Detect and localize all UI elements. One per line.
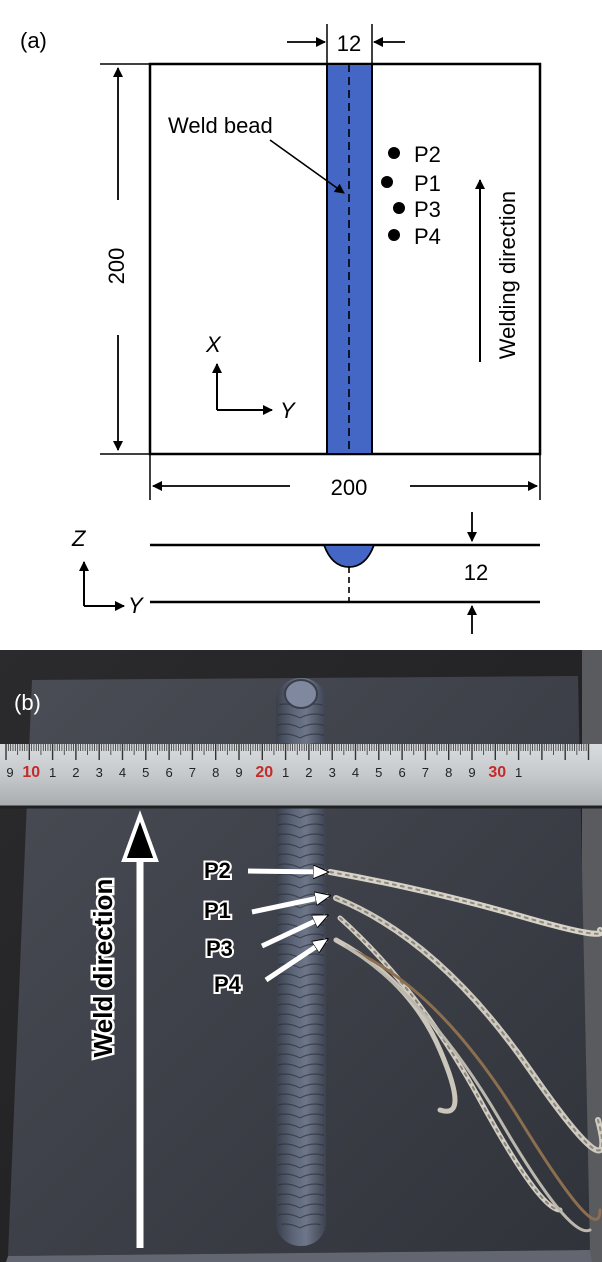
ruler-minor-number: 6 bbox=[165, 765, 172, 780]
weld-start-cap bbox=[284, 679, 318, 709]
photo-label-p3: P3 bbox=[206, 936, 233, 961]
ruler-minor-number: 3 bbox=[96, 765, 103, 780]
ruler-minor-number: 1 bbox=[282, 765, 289, 780]
axis-y-label-side: Y bbox=[128, 593, 144, 618]
ruler-minor-number: 7 bbox=[422, 765, 429, 780]
ruler-minor-number: 2 bbox=[305, 765, 312, 780]
point-marker-p1 bbox=[381, 176, 393, 188]
weld-width-value: 12 bbox=[337, 31, 361, 56]
point-marker-p2 bbox=[388, 147, 400, 159]
ruler-minor-number: 7 bbox=[189, 765, 196, 780]
weld-bead-label: Weld bead bbox=[168, 113, 273, 138]
photo-label-p2: P2 bbox=[204, 858, 231, 883]
thermocouple-wires bbox=[327, 869, 602, 1233]
photo-arrow-p4 bbox=[264, 940, 326, 983]
point-label-p3: P3 bbox=[414, 197, 441, 222]
ruler-minor-number: 6 bbox=[398, 765, 405, 780]
photo-panel: 9 10 1 2 3 4 5 6 7 8 9 20 1 2 3 4 5 6 7 8 9 30 1 (b) Weld dire… bbox=[0, 650, 602, 1262]
photo-arrow-p1 bbox=[251, 896, 328, 915]
point-label-p4: P4 bbox=[414, 224, 441, 249]
point-label-p2: P2 bbox=[414, 142, 441, 167]
ruler-numbers: 9 10 1 2 3 4 5 6 7 8 9 20 1 2 3 4 5 6 7 8 9 30 1 bbox=[6, 764, 522, 781]
ruler-minor-number: 5 bbox=[375, 765, 382, 780]
width-value: 200 bbox=[331, 475, 368, 500]
ruler-minor-number: 8 bbox=[445, 765, 452, 780]
schematic-panel: (a) 12 200 200 Weld bead P2 P1 P3 P4 Wel… bbox=[20, 24, 542, 634]
ruler-major-number: 20 bbox=[255, 764, 273, 781]
photo-label-p4: P4 bbox=[214, 972, 242, 997]
photo-arrow-p2 bbox=[247, 871, 326, 872]
panel-a-label: (a) bbox=[20, 28, 47, 53]
ruler-minor-number: 3 bbox=[329, 765, 336, 780]
ruler-minor-number: 2 bbox=[72, 765, 79, 780]
photo-arrow-p3 bbox=[260, 913, 326, 949]
ruler-minor-number: 4 bbox=[119, 765, 126, 780]
weld-bead-leader bbox=[269, 139, 345, 194]
ruler-minor-number: 1 bbox=[515, 765, 522, 780]
weld-bead-ripples bbox=[278, 690, 324, 1235]
ruler-minor-number: 1 bbox=[49, 765, 56, 780]
weld-direction-label: Weld direction bbox=[88, 879, 118, 1058]
thickness-value: 12 bbox=[464, 560, 488, 585]
welding-direction-label: Welding direction bbox=[495, 191, 520, 359]
axis-y-label-top: Y bbox=[280, 398, 296, 423]
ruler-major-number: 30 bbox=[488, 764, 506, 781]
ruler bbox=[0, 744, 602, 806]
ruler-minor-number: 9 bbox=[6, 765, 13, 780]
axis-z-label: Z bbox=[71, 526, 87, 551]
axis-x-label: X bbox=[205, 332, 222, 357]
plate-edge-highlight bbox=[6, 1250, 592, 1262]
panel-b-label: (b) bbox=[14, 690, 41, 715]
side-view-weld-cap bbox=[322, 544, 376, 568]
ruler-minor-number: 4 bbox=[352, 765, 359, 780]
weld-direction-arrowhead bbox=[121, 810, 159, 862]
point-marker-p3 bbox=[393, 202, 405, 214]
ruler-ticks bbox=[5, 744, 590, 760]
ruler-minor-number: 9 bbox=[235, 765, 242, 780]
ruler-minor-number: 9 bbox=[468, 765, 475, 780]
ruler-minor-number: 5 bbox=[142, 765, 149, 780]
height-value: 200 bbox=[104, 248, 129, 285]
point-marker-p4 bbox=[388, 229, 400, 241]
ruler-major-number: 10 bbox=[22, 764, 40, 781]
ruler-minor-number: 8 bbox=[212, 765, 219, 780]
point-label-p1: P1 bbox=[414, 171, 441, 196]
photo-label-p1: P1 bbox=[204, 898, 231, 923]
